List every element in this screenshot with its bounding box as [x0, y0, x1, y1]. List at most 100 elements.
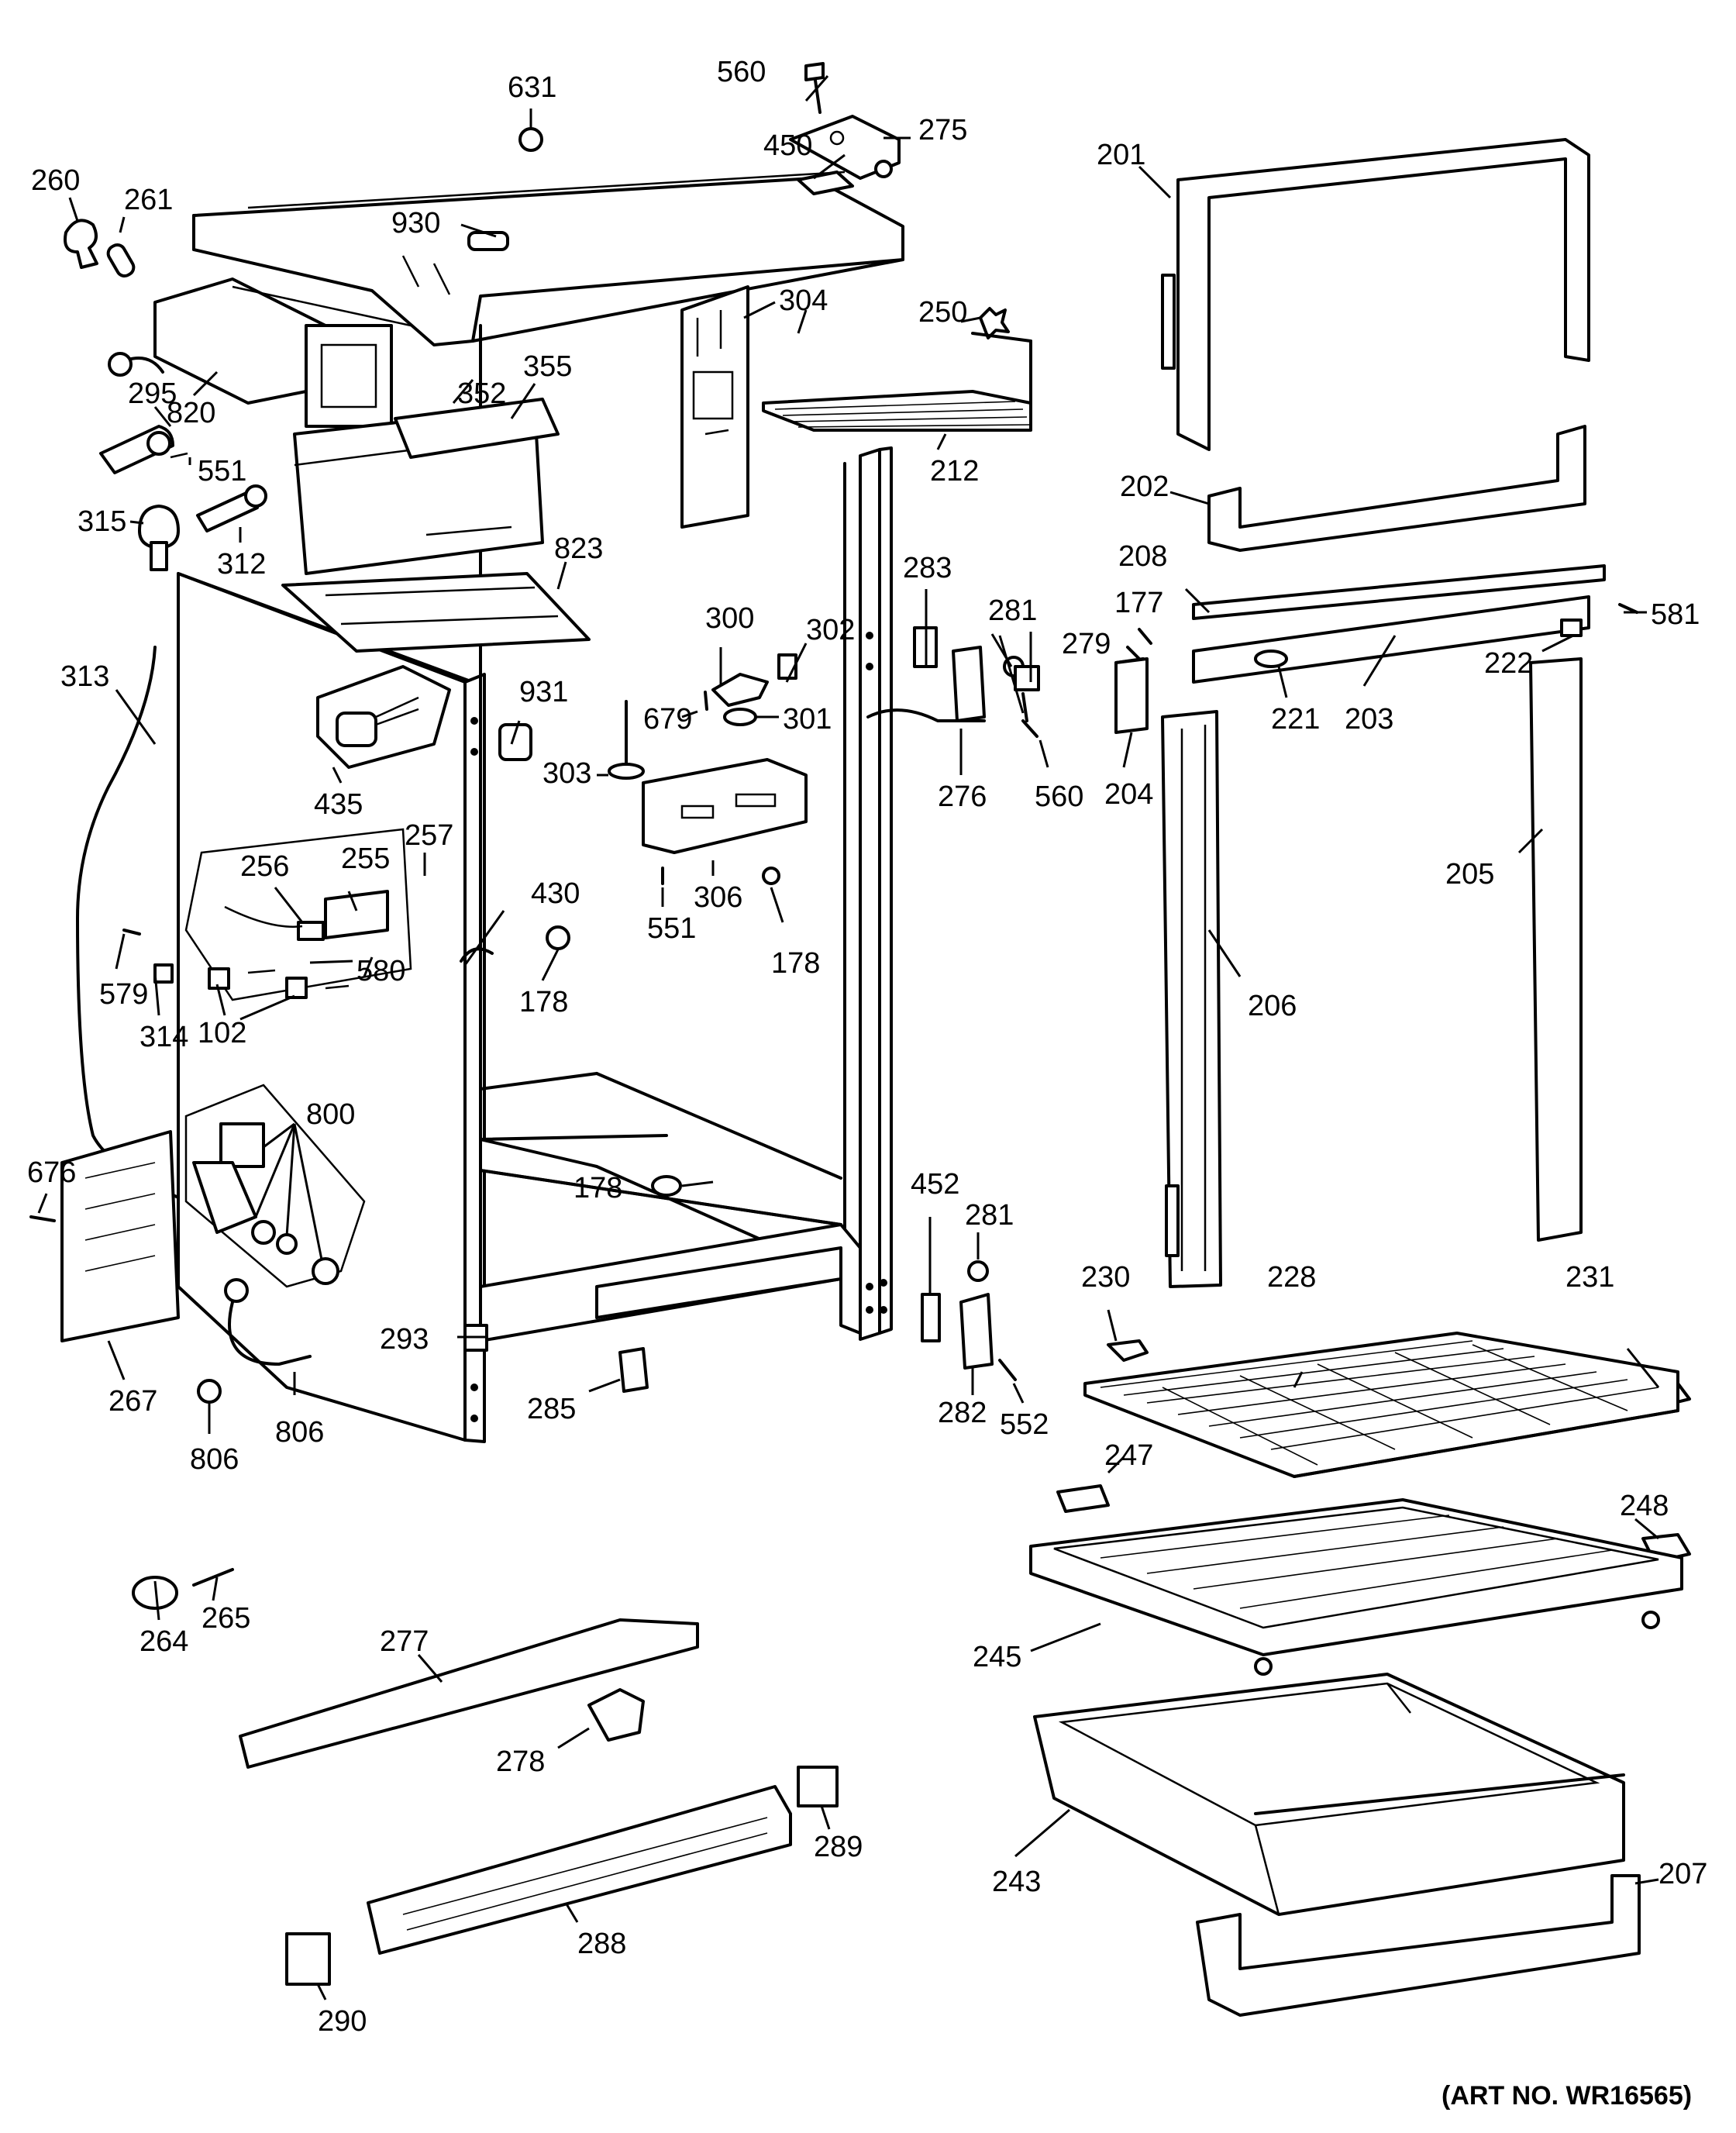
part-313-tube: [76, 646, 180, 1199]
label-204: 204: [1104, 778, 1153, 811]
label-303: 303: [542, 757, 591, 790]
part-275-hinge: [789, 115, 901, 195]
label-820: 820: [167, 397, 215, 429]
part-823-plate: [281, 572, 591, 653]
part-thermostat-group: [608, 653, 808, 885]
label-257: 257: [405, 819, 453, 852]
part-243-crisper-pan: [1033, 1673, 1625, 1916]
label-930: 930: [391, 207, 440, 239]
label-207: 207: [1658, 1858, 1707, 1890]
part-679-screw: [704, 691, 708, 711]
part-295-315-312: [99, 425, 267, 571]
part-212-wire-shelf: [762, 332, 1032, 432]
cabinet: [177, 171, 904, 1443]
label-178a: 178: [519, 986, 568, 1018]
label-551b: 551: [647, 912, 696, 945]
part-289: [797, 1766, 839, 1807]
part-267-panel: [60, 1130, 180, 1342]
part-245-glass-shelf: [1029, 1498, 1683, 1676]
label-300: 300: [705, 602, 754, 635]
part-631: [518, 127, 543, 152]
label-205: 205: [1445, 858, 1494, 891]
label-201: 201: [1097, 139, 1145, 171]
label-314: 314: [140, 1021, 188, 1053]
part-260-261: [64, 219, 136, 278]
part-178-plug-a: [546, 925, 570, 950]
label-245: 245: [973, 1641, 1021, 1673]
label-312: 312: [217, 548, 266, 581]
part-676-screw: [29, 1215, 56, 1222]
part-207-bracket: [1196, 1874, 1641, 2017]
part-178-plug-b: [651, 1175, 682, 1197]
part-202-door-frame: [1207, 425, 1586, 552]
label-276: 276: [938, 780, 987, 813]
part-277-rail: [239, 1618, 699, 1769]
label-679: 679: [643, 703, 692, 736]
label-560a: 560: [717, 56, 766, 88]
label-579: 579: [99, 978, 148, 1011]
label-288: 288: [577, 1928, 626, 1960]
label-806b: 806: [275, 1416, 324, 1449]
label-264: 264: [140, 1625, 188, 1658]
part-560-screw-top: [804, 62, 825, 114]
part-288-grille: [367, 1785, 792, 1955]
part-806-tube: [228, 1301, 312, 1366]
label-430: 430: [531, 877, 580, 910]
label-551a: 551: [198, 455, 246, 488]
label-250: 250: [918, 296, 967, 329]
label-676: 676: [27, 1156, 76, 1189]
part-250-clip: [979, 307, 1010, 339]
art-number: (ART NO. WR16565): [1442, 2081, 1692, 2111]
label-212: 212: [930, 455, 979, 488]
label-450: 450: [763, 129, 812, 162]
part-204-hinge: [1114, 657, 1149, 734]
part-228-wire-shelf: [1083, 1332, 1679, 1478]
label-178c: 178: [574, 1172, 622, 1204]
label-552: 552: [1000, 1408, 1049, 1441]
label-221: 221: [1271, 703, 1320, 736]
label-631: 631: [508, 71, 556, 104]
label-275: 275: [918, 114, 967, 146]
label-177: 177: [1114, 587, 1163, 619]
label-261: 261: [124, 184, 173, 216]
label-823: 823: [554, 532, 603, 565]
label-800: 800: [306, 1098, 355, 1131]
label-248: 248: [1620, 1490, 1669, 1522]
part-930: [467, 231, 509, 251]
label-580: 580: [356, 955, 405, 987]
label-206: 206: [1248, 990, 1297, 1022]
label-293: 293: [380, 1323, 429, 1356]
part-806-nut: [197, 1379, 222, 1404]
label-203: 203: [1345, 703, 1393, 736]
label-230: 230: [1081, 1261, 1130, 1294]
leader-lines: [37, 75, 1660, 2000]
part-labels: 201 202 203 204 205 206 207 208 212 221 …: [27, 56, 1707, 2038]
label-260: 260: [31, 164, 80, 197]
part-265-pin: [192, 1568, 234, 1587]
label-313: 313: [60, 660, 109, 693]
label-435: 435: [314, 788, 363, 821]
part-806-fitting: [224, 1278, 249, 1303]
label-102: 102: [198, 1017, 246, 1049]
part-435-light-socket: [316, 665, 451, 769]
part-208-strip: [1192, 564, 1606, 620]
label-222: 222: [1484, 647, 1533, 680]
label-255: 255: [341, 843, 390, 875]
label-289: 289: [814, 1831, 863, 1863]
label-277: 277: [380, 1625, 429, 1658]
part-304-bracket: [680, 285, 749, 529]
part-205-rail: [1529, 657, 1583, 1242]
label-243: 243: [992, 1866, 1041, 1898]
label-281a: 281: [988, 594, 1037, 627]
part-201-door-frame: [1161, 138, 1590, 451]
part-278: [587, 1688, 645, 1742]
part-230-clip: [1107, 1339, 1149, 1362]
label-560b: 560: [1035, 780, 1083, 813]
label-452: 452: [911, 1168, 959, 1201]
label-315: 315: [78, 505, 126, 538]
part-931: [498, 723, 532, 761]
label-304: 304: [779, 284, 828, 317]
label-202: 202: [1120, 470, 1169, 503]
label-265: 265: [202, 1602, 250, 1635]
label-231: 231: [1566, 1261, 1614, 1294]
